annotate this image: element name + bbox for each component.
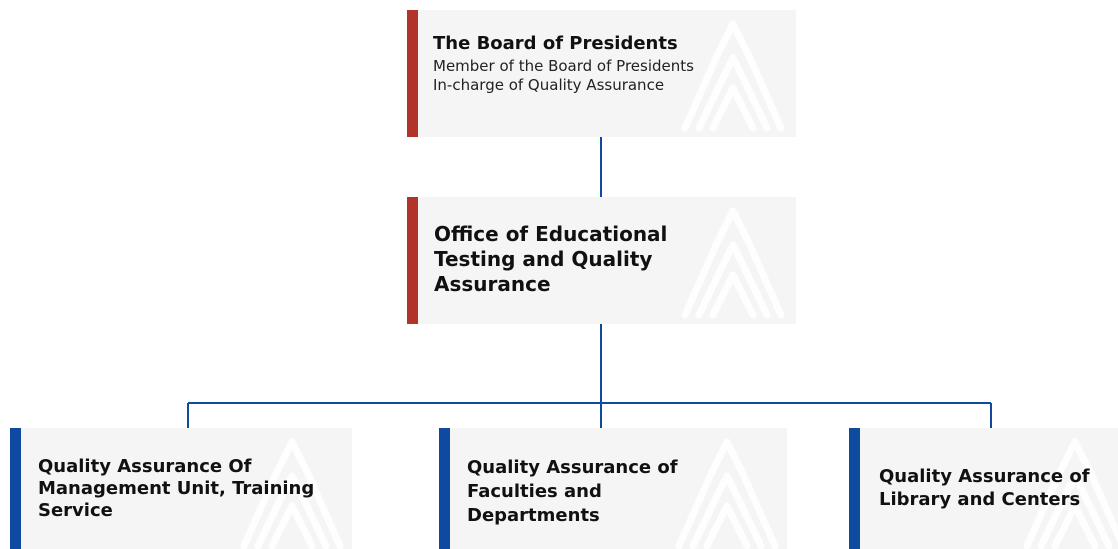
library-title-line2: Library and Centers bbox=[879, 489, 1081, 510]
accent-bar bbox=[407, 197, 418, 324]
node-qa-management-unit: Quality Assurance Of Management Unit, Tr… bbox=[10, 428, 352, 549]
board-subtitle-line1: Member of the Board of Presidents bbox=[433, 57, 694, 75]
office-title-line1: Office of Educational bbox=[434, 222, 668, 246]
management-title-line1: Quality Assurance Of bbox=[38, 456, 252, 477]
accent-bar bbox=[10, 428, 21, 549]
accent-bar bbox=[407, 10, 418, 137]
faculties-title-line3: Departments bbox=[467, 505, 600, 526]
faculties-title-line2: Faculties and bbox=[467, 481, 602, 502]
logo-watermark-icon bbox=[681, 207, 785, 319]
node-qa-library-centers: Quality Assurance of Library and Centers bbox=[849, 428, 1118, 549]
accent-bar bbox=[439, 428, 450, 549]
office-title-line2: Testing and Quality bbox=[434, 247, 653, 271]
node-office-educational-testing: Office of Educational Testing and Qualit… bbox=[407, 197, 796, 324]
faculties-title-line1: Quality Assurance of bbox=[467, 457, 678, 478]
board-subtitle-line2: In-charge of Quality Assurance bbox=[433, 76, 665, 94]
board-title: The Board of Presidents bbox=[433, 33, 678, 54]
management-title-line2: Management Unit, Training bbox=[38, 478, 315, 499]
accent-bar bbox=[849, 428, 860, 549]
node-qa-faculties-departments: Quality Assurance of Faculties and Depar… bbox=[439, 428, 787, 549]
node-board-of-presidents: The Board of Presidents Member of the Bo… bbox=[407, 10, 796, 137]
office-title-line3: Assurance bbox=[434, 272, 551, 296]
management-title-line3: Service bbox=[38, 500, 113, 521]
logo-watermark-icon bbox=[675, 438, 779, 549]
library-title-line1: Quality Assurance of bbox=[879, 466, 1090, 487]
